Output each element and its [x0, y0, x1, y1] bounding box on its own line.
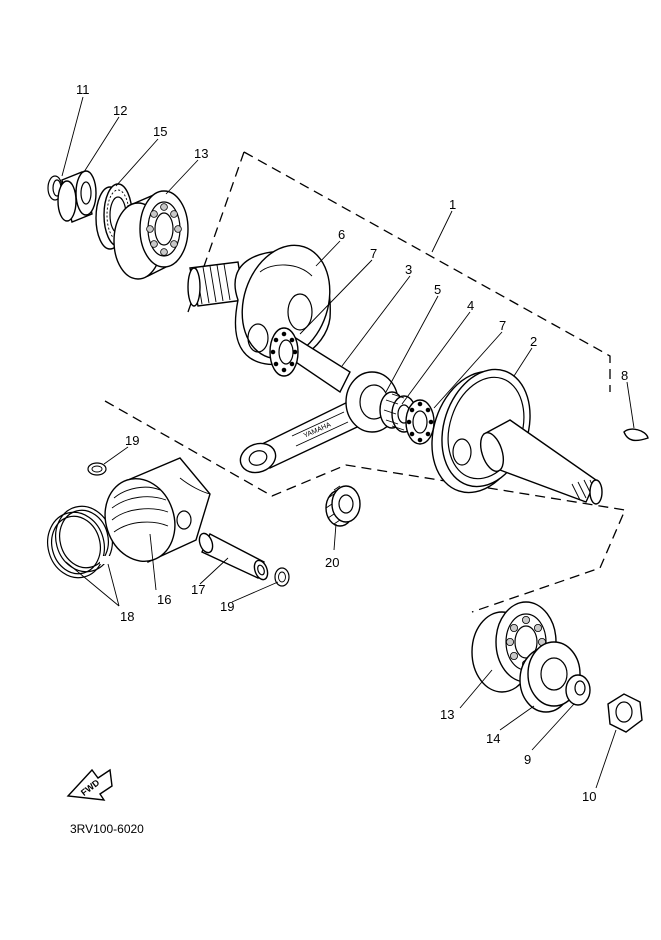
callout-7-right: 7	[499, 318, 506, 333]
callout-7-left: 7	[370, 246, 377, 261]
callout-9: 9	[524, 752, 531, 767]
callout-10: 10	[582, 789, 596, 804]
crank-right-part-2	[431, 368, 603, 505]
callout-18: 18	[120, 609, 134, 624]
callout-15: 15	[153, 124, 167, 139]
nut-part-10	[607, 693, 643, 733]
pin-clip-part-19-lower	[274, 567, 290, 587]
woodruff-key-part-8	[623, 428, 649, 442]
callout-3: 3	[405, 262, 412, 277]
diagram-code: 3RV100-6020	[70, 822, 144, 836]
callout-1: 1	[449, 197, 456, 212]
bearing-part-13-upper	[113, 190, 189, 280]
callout-6: 6	[338, 227, 345, 242]
callout-11: 11	[76, 82, 90, 97]
callout-16: 16	[157, 592, 171, 607]
callout-20: 20	[325, 555, 339, 570]
callout-12: 12	[113, 103, 127, 118]
crankshaft-assembly-boundary	[104, 151, 626, 613]
piston-part-16	[104, 457, 211, 563]
callout-8: 8	[621, 368, 628, 383]
callout-13-upper: 13	[194, 146, 208, 161]
callout-17: 17	[191, 582, 205, 597]
callout-2: 2	[530, 334, 537, 349]
callout-labels: 11 12 15 13 1 6 7 3 5 4 7 2 8 19 20 16 1…	[76, 82, 628, 804]
callout-13-lower: 13	[440, 707, 454, 722]
callout-4: 4	[467, 298, 474, 313]
crank-left-part-6	[187, 244, 351, 394]
piston-pin-part-17	[198, 532, 269, 581]
pin-clip-part-19-upper	[87, 462, 107, 476]
washer-part-9	[565, 674, 591, 706]
fwd-arrow: FWD	[66, 768, 113, 801]
leader-lines	[61, 96, 635, 789]
callout-5: 5	[434, 282, 441, 297]
collar-part-12	[57, 170, 97, 223]
callout-14: 14	[486, 731, 500, 746]
callout-19-lower: 19	[220, 599, 234, 614]
callout-19-upper: 19	[125, 433, 139, 448]
washer-part-7-left	[269, 327, 299, 377]
connecting-rod-part-3: YAMAHA	[239, 371, 399, 474]
washer-part-7-right	[405, 399, 435, 445]
small-end-bearing-part-20	[325, 485, 361, 527]
